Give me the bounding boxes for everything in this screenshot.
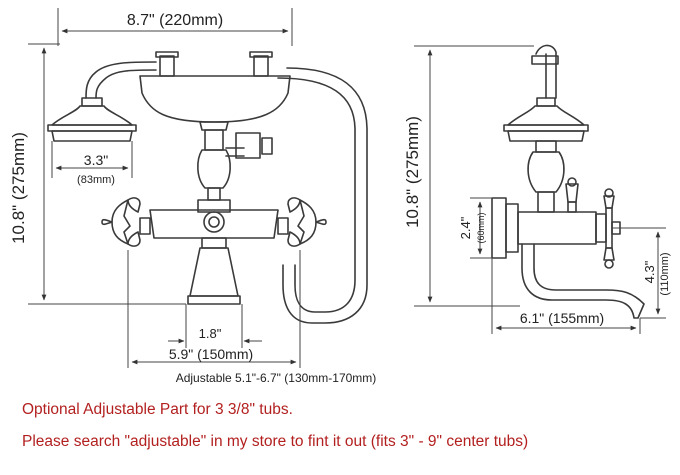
side-shower-head — [503, 44, 589, 142]
handshower — [85, 51, 291, 123]
hose — [277, 67, 368, 324]
width-label: 8.7" (220mm) — [127, 12, 223, 29]
optional-part-note: Optional Adjustable Part for 3 3/8" tubs… — [22, 401, 293, 418]
side-height-label: 10.8" (275mm) — [403, 116, 422, 228]
left-handle — [101, 197, 151, 247]
spout-drop-mm-label: (110mm) — [659, 252, 671, 295]
flange-height-mm-label: (60mm) — [476, 212, 486, 243]
head-diameter-mm-label: (83mm) — [77, 174, 115, 186]
right-handle — [277, 197, 327, 247]
shower-head — [47, 97, 137, 142]
center-min-label: 1.8" — [199, 326, 222, 341]
side-spout — [521, 243, 645, 319]
center-std-label: 5.9" (150mm) — [169, 346, 253, 362]
adjustable-range-label: Adjustable 5.1"-6.7" (130mm-170mm) — [176, 371, 377, 385]
side-body — [491, 140, 621, 269]
spout-drop-label: 4.3" — [642, 260, 657, 283]
search-instruction-note: Please search "adjustable" in my store t… — [22, 433, 529, 450]
spout-reach-label: 6.1" (155mm) — [520, 310, 604, 326]
head-diameter-label: 3.3" — [84, 152, 108, 168]
riser — [197, 121, 273, 201]
front-spout — [187, 237, 241, 305]
height-label: 10.8" (275mm) — [9, 132, 28, 244]
flange-height-label: 2.4" — [458, 216, 473, 239]
faucet-body — [149, 199, 279, 239]
